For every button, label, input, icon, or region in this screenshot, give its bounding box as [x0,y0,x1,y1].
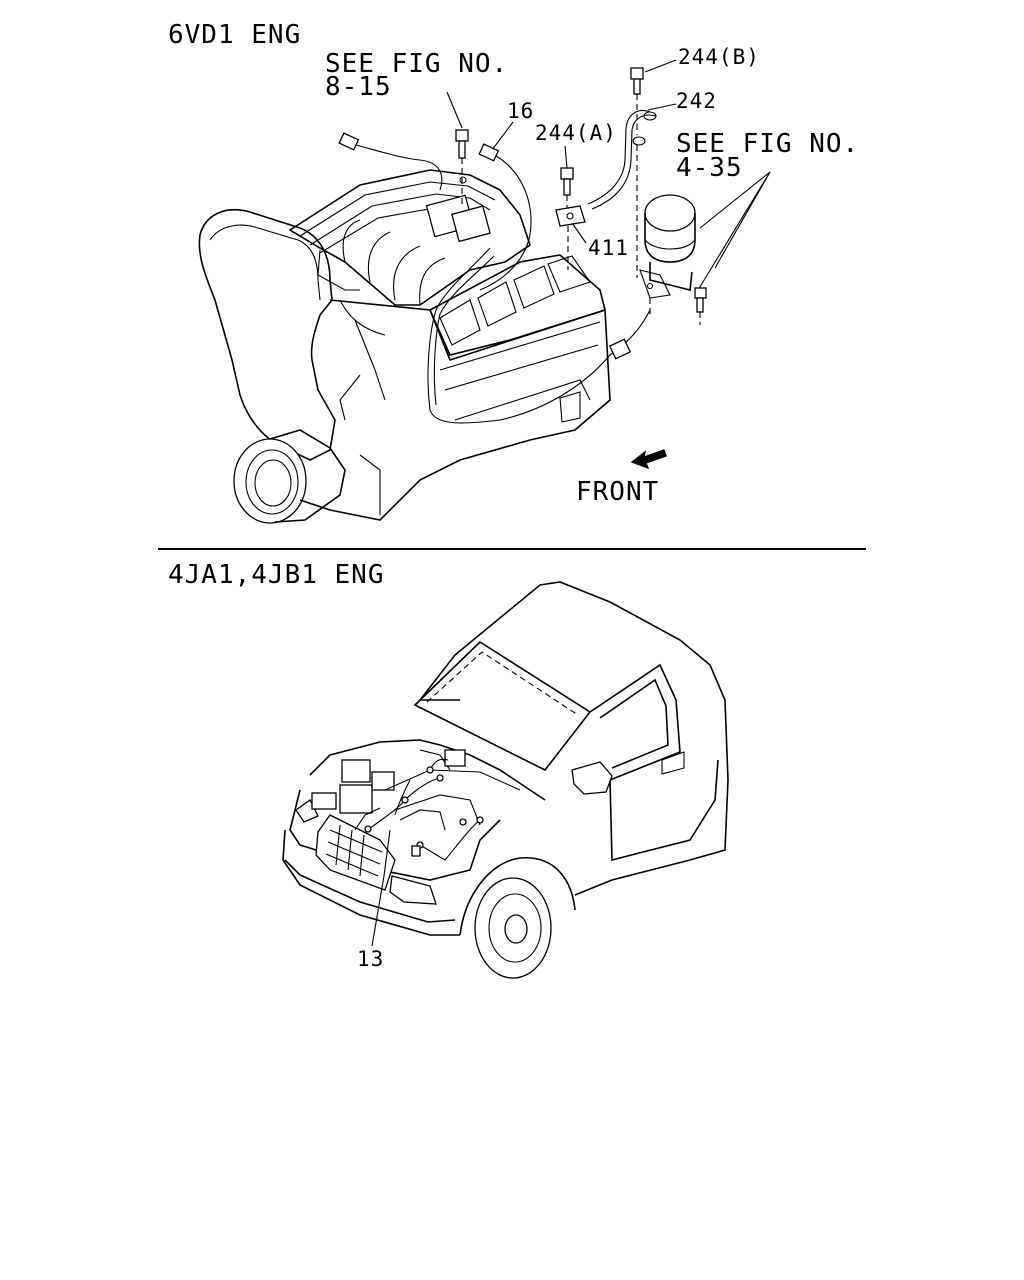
front-arrow-icon [630,449,667,470]
part-label-244b: 244(B) [678,45,760,69]
see-fig-4-35-line2: 4-35 [676,153,743,183]
see-fig-8-15-line1: SEE FIG NO. [325,49,508,79]
bolt-244b [630,67,644,135]
see-fig-8-15-line2: 8-15 [325,72,392,102]
vacuum-hose-242 [587,110,657,278]
engine-6vd1-illustration [198,169,611,524]
wire-harness-16 [338,132,651,424]
part-label-411: 411 [588,236,629,260]
vacuum-tank-4-35 [639,194,707,325]
part-label-242: 242 [676,89,717,113]
bolt-244a [560,167,574,212]
bolt-8-15 [455,129,469,205]
part-label-244a: 244(A) [535,121,617,145]
part-label-13: 13 [357,947,384,971]
front-label: FRONT [576,477,659,507]
section-title-6vd1: 6VD1 ENG [168,20,301,50]
see-fig-4-35-line1: SEE FIG NO. [676,129,859,159]
part-label-16: 16 [507,99,534,123]
truck-illustration [282,581,729,979]
section-title-4ja1-4jb1: 4JA1,4JB1 ENG [168,560,385,590]
bracket-411 [555,205,586,270]
leader-lines-top [446,59,771,296]
